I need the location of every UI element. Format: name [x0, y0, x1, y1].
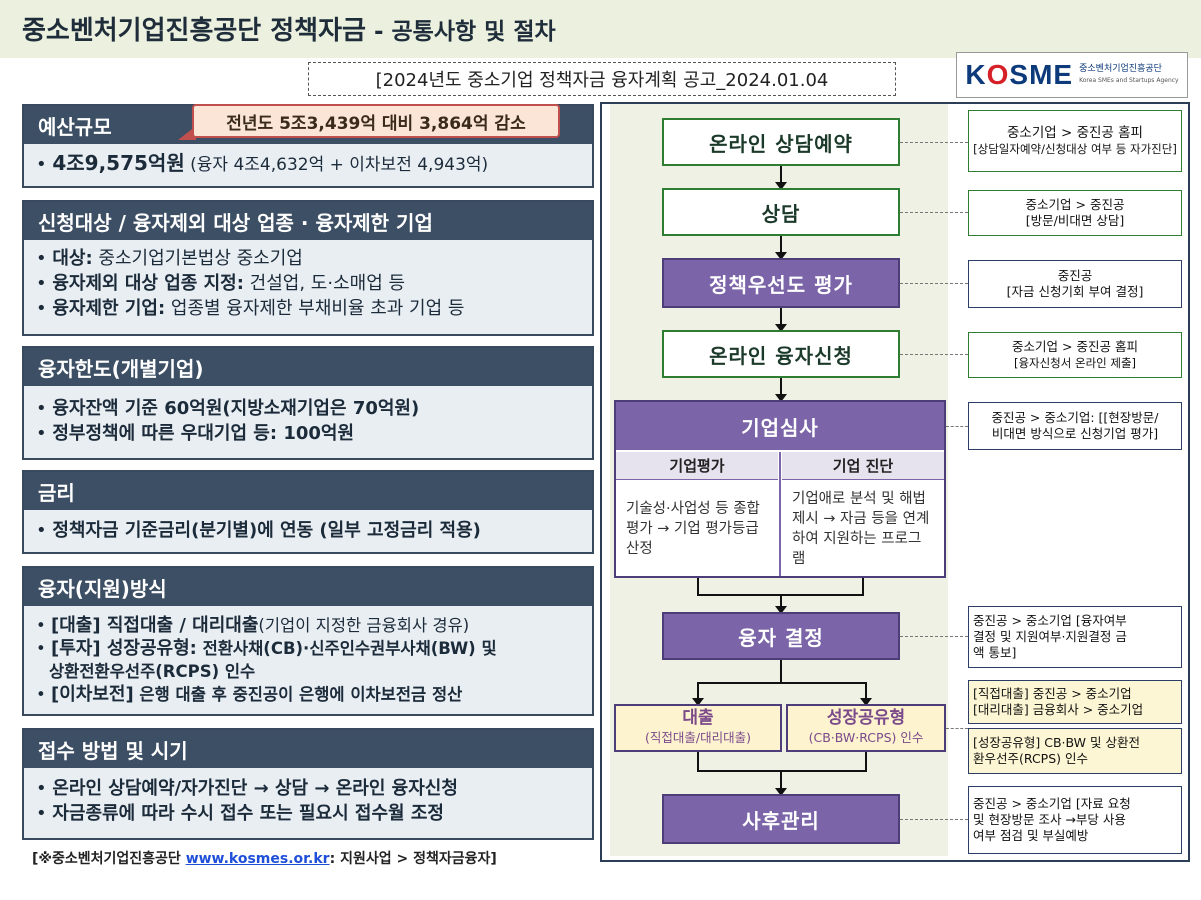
review-col-diagnosis-body: 기업애로 분석 및 해법 제시 → 자금 등을 연계하여 지원하는 프로그램	[792, 491, 930, 567]
review-col-diagnosis-title: 기업 진단	[782, 452, 944, 480]
panel-method: 융자(지원)방식 • [대출] 직접대출 / 대리대출(기업이 지정한 금융회사…	[22, 566, 594, 716]
review-col-evaluation-title: 기업평가	[616, 452, 778, 480]
notice-box: [2024년도 중소기업 정책자금 융자계획 공고_2024.01.04	[308, 62, 896, 96]
note-leader	[900, 354, 968, 355]
list-item: • [이차보전] 은행 대출 후 중진공이 은행에 이차보전금 정산	[36, 684, 463, 705]
panel-rate: 금리 • 정책자금 기준금리(분기별)에 연동 (일부 고정금리 적용)	[22, 470, 594, 554]
list-item: • 대상: 중소기업기본법상 중소기업	[36, 248, 303, 269]
note-review: 중진공 > 중소기업: [[현장방문/ 비대면 방식으로 신청기업 평가]	[968, 402, 1182, 450]
list-item: • 융자제한 기업: 업종별 융자제한 부채비율 초과 기업 등	[36, 298, 465, 319]
review-col-evaluation-body: 기술성·사업성 등 종합평가 → 기업 평가등급 산정	[626, 501, 760, 557]
flow-arrow	[775, 308, 787, 332]
callout-tail	[178, 126, 196, 140]
logo-wordmark: KOSME	[965, 59, 1074, 90]
note-reservation: 중소기업 > 중진공 홈피 [상담일자예약/신청대상 여부 등 자가진단]	[968, 110, 1182, 172]
kosmes-link[interactable]: www.kosmes.or.kr	[185, 851, 330, 867]
flow-arrow	[775, 594, 787, 614]
note-leader	[946, 426, 968, 427]
list-item: • 융자잔액 기준 60억원(지방소재기업은 70억원)	[36, 398, 420, 419]
flow-connector	[780, 660, 782, 682]
note-growth: [성장공유형] CB·BW 및 상환전 환우선주(RCPS) 인수	[968, 728, 1182, 774]
panel-eligibility: 신청대상 / 융자제외 대상 업종 · 융자제한 기업 • 대상: 중소기업기본…	[22, 200, 594, 336]
panel-title: 접수 방법 및 시기	[24, 730, 592, 768]
page-title: 중소벤처기업진흥공단 정책자금 - 공통사항 및 절차	[22, 16, 556, 46]
note-decision: 중진공 > 중소기업 [융자여부 결정 및 지원여부·지원결정 금 액 통보]	[968, 606, 1182, 668]
step-loan: 대출 (직접대출/대리대출)	[614, 704, 782, 752]
flow-arrow	[775, 166, 787, 190]
step-company-review: 기업심사	[616, 402, 944, 450]
note-consultation: 중소기업 > 중진공 [방문/비대면 상담]	[968, 190, 1182, 236]
flow-arrow	[775, 770, 787, 796]
note-application: 중소기업 > 중진공 홈피 [융자신청서 온라인 제출]	[968, 332, 1182, 378]
flow-connector	[697, 682, 867, 684]
note-leader	[946, 728, 968, 729]
flow-connector	[862, 578, 864, 594]
note-leader	[900, 142, 968, 143]
step-growth-sharing: 성장공유형 (CB·BW·RCPS) 인수	[786, 704, 946, 752]
panel-title: 융자(지원)방식	[24, 568, 592, 606]
list-item: • [투자] 성장공유형: 전환사채(CB)·신주인수권부사채(BW) 및	[36, 638, 497, 659]
logo-side-text: 중소벤처기업진흥공단 Korea SMEs and Startups Agenc…	[1079, 64, 1179, 84]
note-leader	[900, 283, 968, 284]
note-priority: 중진공 [자금 신청기회 부여 결정]	[968, 260, 1182, 308]
flow-arrow	[860, 682, 872, 706]
panel-apply: 접수 방법 및 시기 • 온라인 상담예약/자가진단 → 상담 → 온라인 융자…	[22, 728, 594, 840]
note-leader	[900, 636, 968, 637]
step-priority-evaluation: 정책우선도 평가	[662, 258, 900, 308]
flow-arrow	[775, 378, 787, 402]
page-subtitle: - 공통사항 및 절차	[365, 19, 556, 45]
flow-connector	[865, 752, 867, 770]
panel-limit: 융자한도(개별기업) • 융자잔액 기준 60억원(지방소재기업은 70억원) …	[22, 346, 594, 460]
note-leader	[900, 819, 968, 820]
list-item: • 온라인 상담예약/자가진단 → 상담 → 온라인 융자신청	[36, 778, 458, 799]
review-divider	[779, 452, 781, 576]
panel-title: 신청대상 / 융자제외 대상 업종 · 융자제한 기업	[24, 202, 592, 240]
flow-connector	[697, 578, 699, 594]
list-item: • 자금종류에 따라 수시 접수 또는 필요시 접수월 조정	[36, 803, 444, 824]
kosme-logo: KOSME 중소벤처기업진흥공단 Korea SMEs and Startups…	[956, 52, 1188, 98]
step-online-reservation: 온라인 상담예약	[662, 118, 900, 166]
footer-source: [※중소벤처기업진흥공단 www.kosmes.or.kr: 지원사업 > 정책…	[32, 851, 497, 867]
list-item: • 정책자금 기준금리(분기별)에 연동 (일부 고정금리 적용)	[36, 520, 481, 541]
list-item: • 정부정책에 따른 우대기업 등: 100억원	[36, 423, 355, 444]
budget-line: • 4조9,575억원 (융자 4조4,632억 + 이차보전 4,943억)	[36, 151, 489, 175]
step-aftercare: 사후관리	[662, 794, 900, 844]
budget-callout: 전년도 5조3,439억 대비 3,864억 감소	[192, 104, 560, 138]
flow-connector	[697, 752, 699, 770]
flow-connector	[697, 770, 867, 772]
step-online-application: 온라인 융자신청	[662, 330, 900, 378]
note-loan: [직접대출] 중진공 > 중소기업 [대리대출] 금융회사 > 중소기업	[968, 680, 1182, 724]
flow-arrow	[692, 682, 704, 706]
panel-title: 융자한도(개별기업)	[24, 348, 592, 386]
note-leader	[900, 212, 968, 213]
step-consultation: 상담	[662, 188, 900, 236]
panel-title: 금리	[24, 472, 592, 510]
list-item: • [대출] 직접대출 / 대리대출(기업이 지정한 금융회사 경유)	[36, 615, 470, 636]
header-bar	[0, 0, 1201, 58]
flow-arrow	[775, 236, 787, 260]
step-loan-decision: 융자 결정	[662, 612, 900, 660]
list-item: • 융자제외 대상 업종 지정: 건설업, 도·소매업 등	[36, 273, 406, 294]
list-item-continued: 상환전환우선주(RCPS) 인수	[49, 662, 256, 681]
note-aftercare: 중진공 > 중소기업 [자료 요청 및 현장방문 조사 →부당 사용 여부 점검…	[968, 786, 1182, 854]
